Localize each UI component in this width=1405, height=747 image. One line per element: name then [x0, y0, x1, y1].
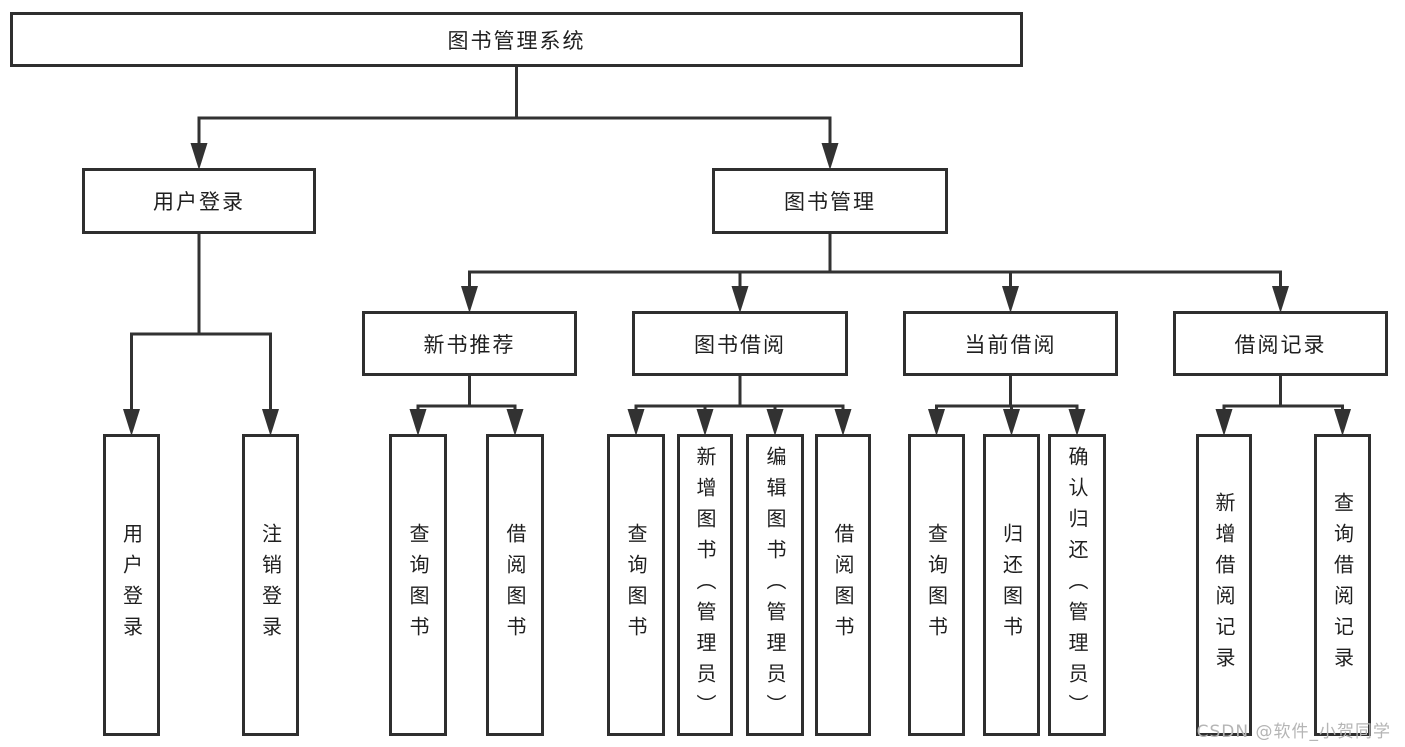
node-label: 用户登录 — [153, 190, 245, 214]
node-label: 查询借阅记录 — [1330, 492, 1355, 678]
node-root-system: 图书管理系统 — [10, 12, 1023, 67]
node-leaf-confirm-return: 确认归还（管理员） — [1048, 434, 1106, 736]
node-label: 用户登录 — [119, 523, 144, 647]
node-leaf-borrow-books-2: 借阅图书 — [815, 434, 871, 736]
node-borrow-records: 借阅记录 — [1173, 311, 1388, 376]
watermark: CSDN @软件_小贺同学 — [1196, 722, 1391, 742]
node-leaf-add-borrow-record: 新增借阅记录 — [1196, 434, 1252, 736]
node-leaf-add-books-admin: 新增图书（管理员） — [677, 434, 733, 736]
node-label: 确认归还（管理员） — [1065, 445, 1089, 725]
node-label: 查询图书 — [624, 523, 648, 647]
node-label: 注销登录 — [258, 523, 283, 647]
node-leaf-user-login: 用户登录 — [103, 434, 160, 736]
node-leaf-edit-books-admin: 编辑图书（管理员） — [746, 434, 804, 736]
node-leaf-logout: 注销登录 — [242, 434, 299, 736]
node-new-book-recommend: 新书推荐 — [362, 311, 577, 376]
node-leaf-query-books-2: 查询图书 — [607, 434, 665, 736]
node-label: 新书推荐 — [423, 332, 516, 357]
node-user-login: 用户登录 — [82, 168, 316, 234]
node-label: 借阅图书 — [831, 523, 855, 647]
node-leaf-query-books: 查询图书 — [389, 434, 447, 736]
node-label: 新增图书（管理员） — [693, 445, 717, 725]
node-leaf-return-books: 归还图书 — [983, 434, 1040, 736]
node-label: 归还图书 — [999, 523, 1024, 647]
node-leaf-query-books-3: 查询图书 — [908, 434, 965, 736]
node-label: 借阅图书 — [503, 523, 527, 647]
node-label: 图书管理系统 — [447, 28, 586, 53]
node-label: 图书管理 — [784, 190, 876, 214]
node-label: 图书借阅 — [694, 332, 786, 357]
node-label: 查询图书 — [924, 523, 949, 647]
node-leaf-borrow-books: 借阅图书 — [486, 434, 544, 736]
node-label: 编辑图书（管理员） — [763, 445, 787, 725]
node-book-borrowing: 图书借阅 — [632, 311, 848, 376]
node-label: 借阅记录 — [1234, 332, 1327, 357]
node-label: 新增借阅记录 — [1212, 492, 1236, 678]
node-current-borrowing: 当前借阅 — [903, 311, 1118, 376]
node-label: 查询图书 — [406, 523, 430, 647]
node-book-management: 图书管理 — [712, 168, 948, 234]
node-leaf-query-borrow-record: 查询借阅记录 — [1314, 434, 1371, 736]
node-label: 当前借阅 — [964, 332, 1057, 357]
